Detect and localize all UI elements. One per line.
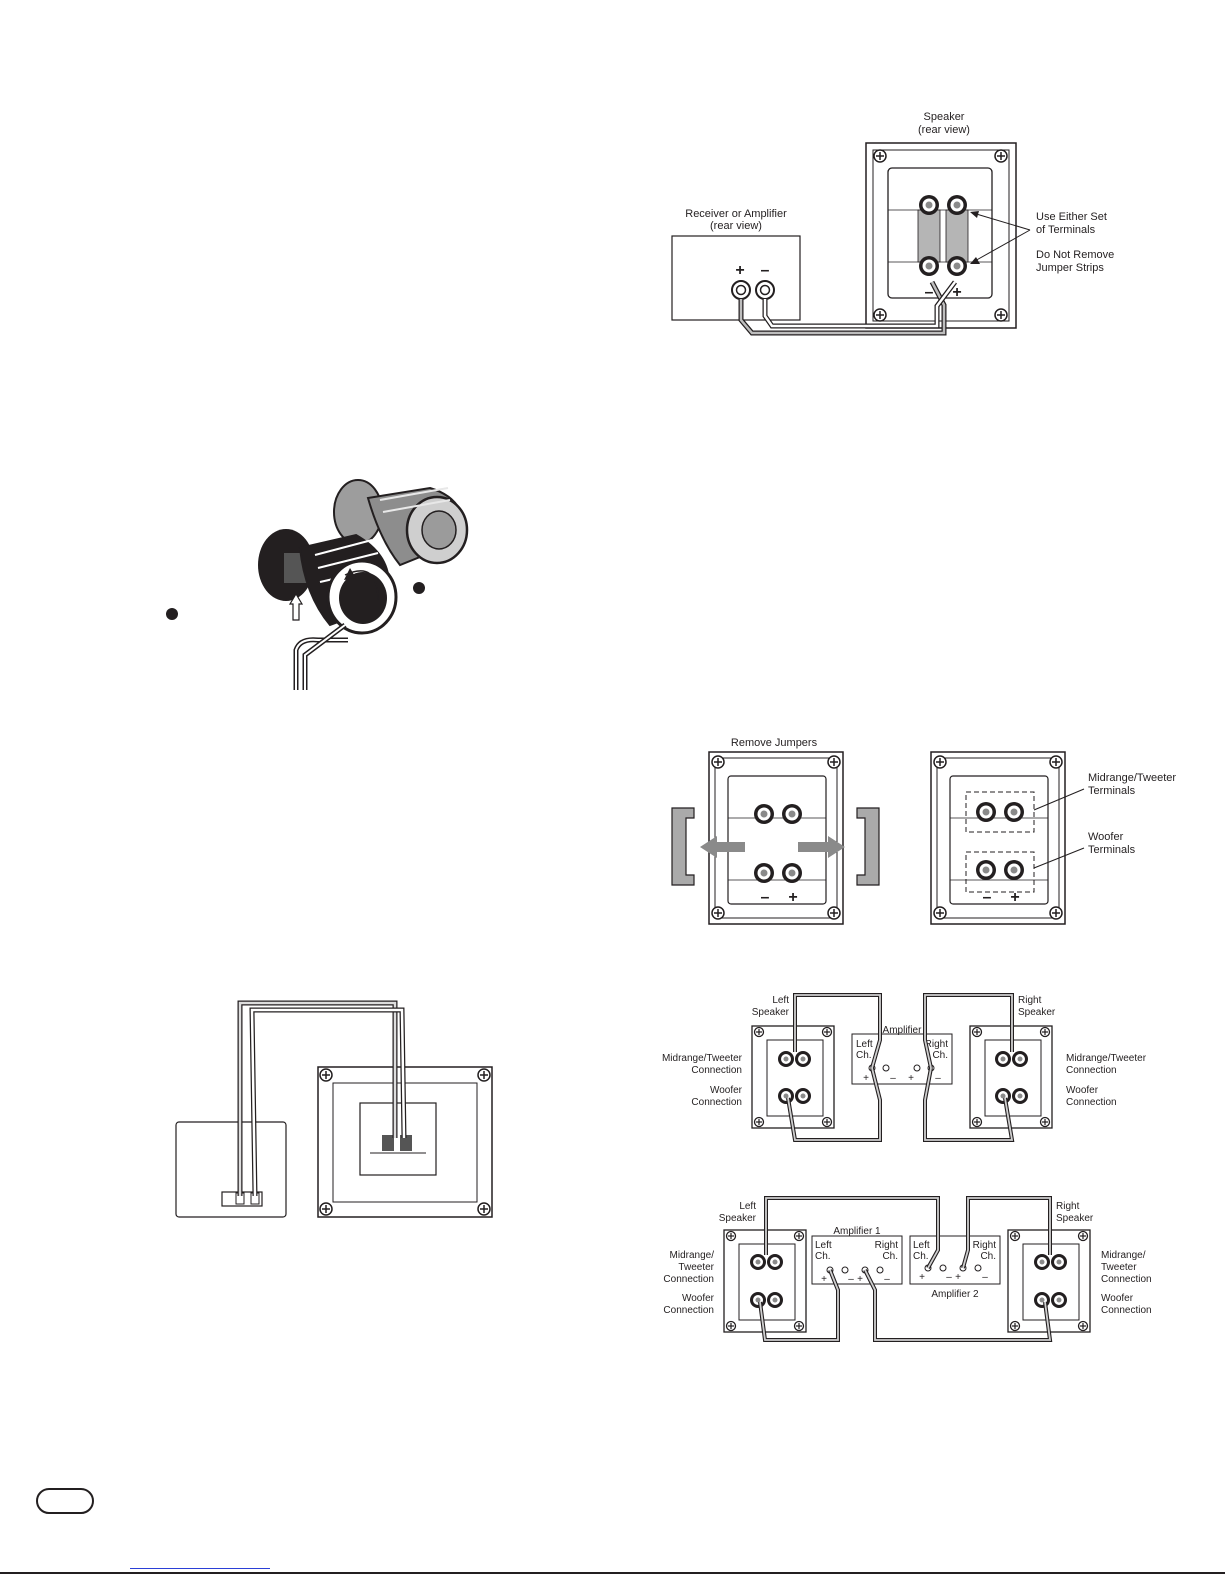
woofer-label-2: Terminals xyxy=(1088,844,1136,856)
woofer-label-1: Woofer xyxy=(1088,831,1124,843)
amplifier-1-box xyxy=(811,1235,903,1285)
figure-remove-jumpers: Remove Jumpers – + – + Midrange/Tweeter xyxy=(671,737,1176,925)
right-speaker-label-2: Speaker xyxy=(1018,1007,1056,1018)
amp1-plus-a: + xyxy=(821,1274,827,1285)
l6-right-mid-3: Connection xyxy=(1101,1274,1152,1285)
l6-right-speaker-1: Right xyxy=(1056,1201,1080,1212)
right-ch-label-2: Ch. xyxy=(932,1050,948,1061)
l6-left-mid-3: Connection xyxy=(663,1274,714,1285)
insert-arrow xyxy=(288,592,304,621)
amp1-minus-b: – xyxy=(884,1274,890,1285)
groups-minus: – xyxy=(983,889,992,906)
speaker-plus-label: + xyxy=(952,284,961,301)
amp-right-minus: – xyxy=(935,1073,941,1084)
l6-left-speaker-1: Left xyxy=(739,1201,756,1212)
receiver-plus-label: + xyxy=(735,262,744,279)
amp1-minus-a: – xyxy=(848,1274,854,1285)
amp1-right-ch-1: Right xyxy=(875,1240,899,1251)
amp2-plus-b: + xyxy=(955,1272,961,1283)
left-speaker-label-2: Speaker xyxy=(752,1007,790,1018)
amp1-left-ch-2: Ch. xyxy=(815,1251,831,1262)
footer-rule xyxy=(0,1572,1225,1574)
receiver-box xyxy=(671,235,801,321)
amp2-plus-a: + xyxy=(919,1272,925,1283)
midrange-tweeter-label-2: Terminals xyxy=(1088,785,1136,797)
right-woof-conn-1: Woofer xyxy=(1066,1085,1099,1096)
note-terminals-line2: of Terminals xyxy=(1036,224,1096,236)
amplifier-box xyxy=(851,1033,953,1085)
l6-right-speaker-2: Speaker xyxy=(1056,1213,1094,1224)
right-mid-conn-2: Connection xyxy=(1066,1065,1117,1076)
receiver-title: Receiver or Amplifier xyxy=(685,208,787,220)
figure-binding-post xyxy=(166,479,469,690)
speaker-subtitle: (rear view) xyxy=(918,124,970,136)
figure-biamp-two-amps: Left Speaker Right Speaker Amplifier 1 L… xyxy=(663,1196,1152,1342)
amp1-plus-b: + xyxy=(857,1274,863,1285)
right-speaker-label-1: Right xyxy=(1018,995,1042,1006)
receiver-minus-label: – xyxy=(761,262,770,279)
amp1-right-ch-2: Ch. xyxy=(882,1251,898,1262)
speaker-minus-label: – xyxy=(925,284,934,301)
l6-left-mid-2: Tweeter xyxy=(678,1262,714,1273)
figure-single-wiring: Receiver or Amplifier (rear view) + – Sp… xyxy=(671,111,1114,336)
amp-left-plus: + xyxy=(863,1073,869,1084)
arrow-left xyxy=(700,836,745,858)
l6-left-woof-2: Connection xyxy=(663,1305,714,1316)
arrow-right xyxy=(798,836,845,858)
amplifier-2-box xyxy=(909,1235,1001,1285)
left-mid-conn-1: Midrange/Tweeter xyxy=(662,1053,743,1064)
l6-left-speaker-2: Speaker xyxy=(719,1213,757,1224)
footer-link-underline[interactable] xyxy=(130,1568,270,1569)
note-jumpers-line1: Do Not Remove xyxy=(1036,249,1114,261)
l6-right-woof-2: Connection xyxy=(1101,1305,1152,1316)
note-jumpers-line2: Jumper Strips xyxy=(1036,262,1104,274)
l6-right-mid-1: Midrange/ xyxy=(1101,1250,1146,1261)
amp-left-minus: – xyxy=(890,1073,896,1084)
amp2-left-ch-2: Ch. xyxy=(913,1251,929,1262)
left-woof-conn-1: Woofer xyxy=(710,1085,743,1096)
jumper-strip-right xyxy=(945,209,969,263)
receiver-subtitle: (rear view) xyxy=(710,220,762,232)
l6-right-mid-2: Tweeter xyxy=(1101,1262,1137,1273)
amp2-minus-a: – xyxy=(946,1272,952,1283)
amplifier-1-label: Amplifier 1 xyxy=(833,1226,881,1237)
amp1-left-ch-1: Left xyxy=(815,1240,832,1251)
midrange-tweeter-group xyxy=(965,791,1035,833)
right-woof-conn-2: Connection xyxy=(1066,1097,1117,1108)
right-mid-conn-1: Midrange/Tweeter xyxy=(1066,1053,1147,1064)
left-ch-label-2: Ch. xyxy=(856,1050,872,1061)
negative-dot xyxy=(166,608,178,620)
jumpers-plus: + xyxy=(788,889,797,906)
woofer-group xyxy=(965,851,1035,893)
left-speaker-label-1: Left xyxy=(772,995,789,1006)
speaker-title: Speaker xyxy=(924,111,965,123)
positive-dot xyxy=(413,582,425,594)
page-number-badge xyxy=(36,1488,94,1514)
amplifier-label: Amplifier xyxy=(883,1025,923,1036)
amp2-minus-b: – xyxy=(982,1272,988,1283)
amp2-right-ch-2: Ch. xyxy=(980,1251,996,1262)
amp-right-plus: + xyxy=(908,1073,914,1084)
figure-biwire-single-amp: Left Speaker Right Speaker Amplifier Lef… xyxy=(662,993,1147,1142)
remove-jumpers-title: Remove Jumpers xyxy=(731,737,818,749)
l6-left-mid-1: Midrange/ xyxy=(670,1250,715,1261)
l6-right-woof-1: Woofer xyxy=(1101,1293,1134,1304)
removed-strip-left xyxy=(671,807,695,886)
amp2-left-ch-1: Left xyxy=(913,1240,930,1251)
note-terminals-line1: Use Either Set xyxy=(1036,211,1107,223)
jumpers-minus: – xyxy=(761,889,770,906)
groups-plus: + xyxy=(1010,889,1019,906)
left-ch-label-1: Left xyxy=(856,1039,873,1050)
jumper-strip-left xyxy=(917,209,941,263)
l6-left-woof-1: Woofer xyxy=(682,1293,715,1304)
amp2-right-ch-1: Right xyxy=(973,1240,997,1251)
left-mid-conn-2: Connection xyxy=(691,1065,742,1076)
midrange-tweeter-label-1: Midrange/Tweeter xyxy=(1088,772,1176,784)
left-woof-conn-2: Connection xyxy=(691,1097,742,1108)
removed-strip-right xyxy=(856,807,880,886)
amplifier-2-label: Amplifier 2 xyxy=(931,1289,979,1300)
figure-cable-connection xyxy=(175,1000,493,1218)
right-ch-label-1: Right xyxy=(925,1039,949,1050)
